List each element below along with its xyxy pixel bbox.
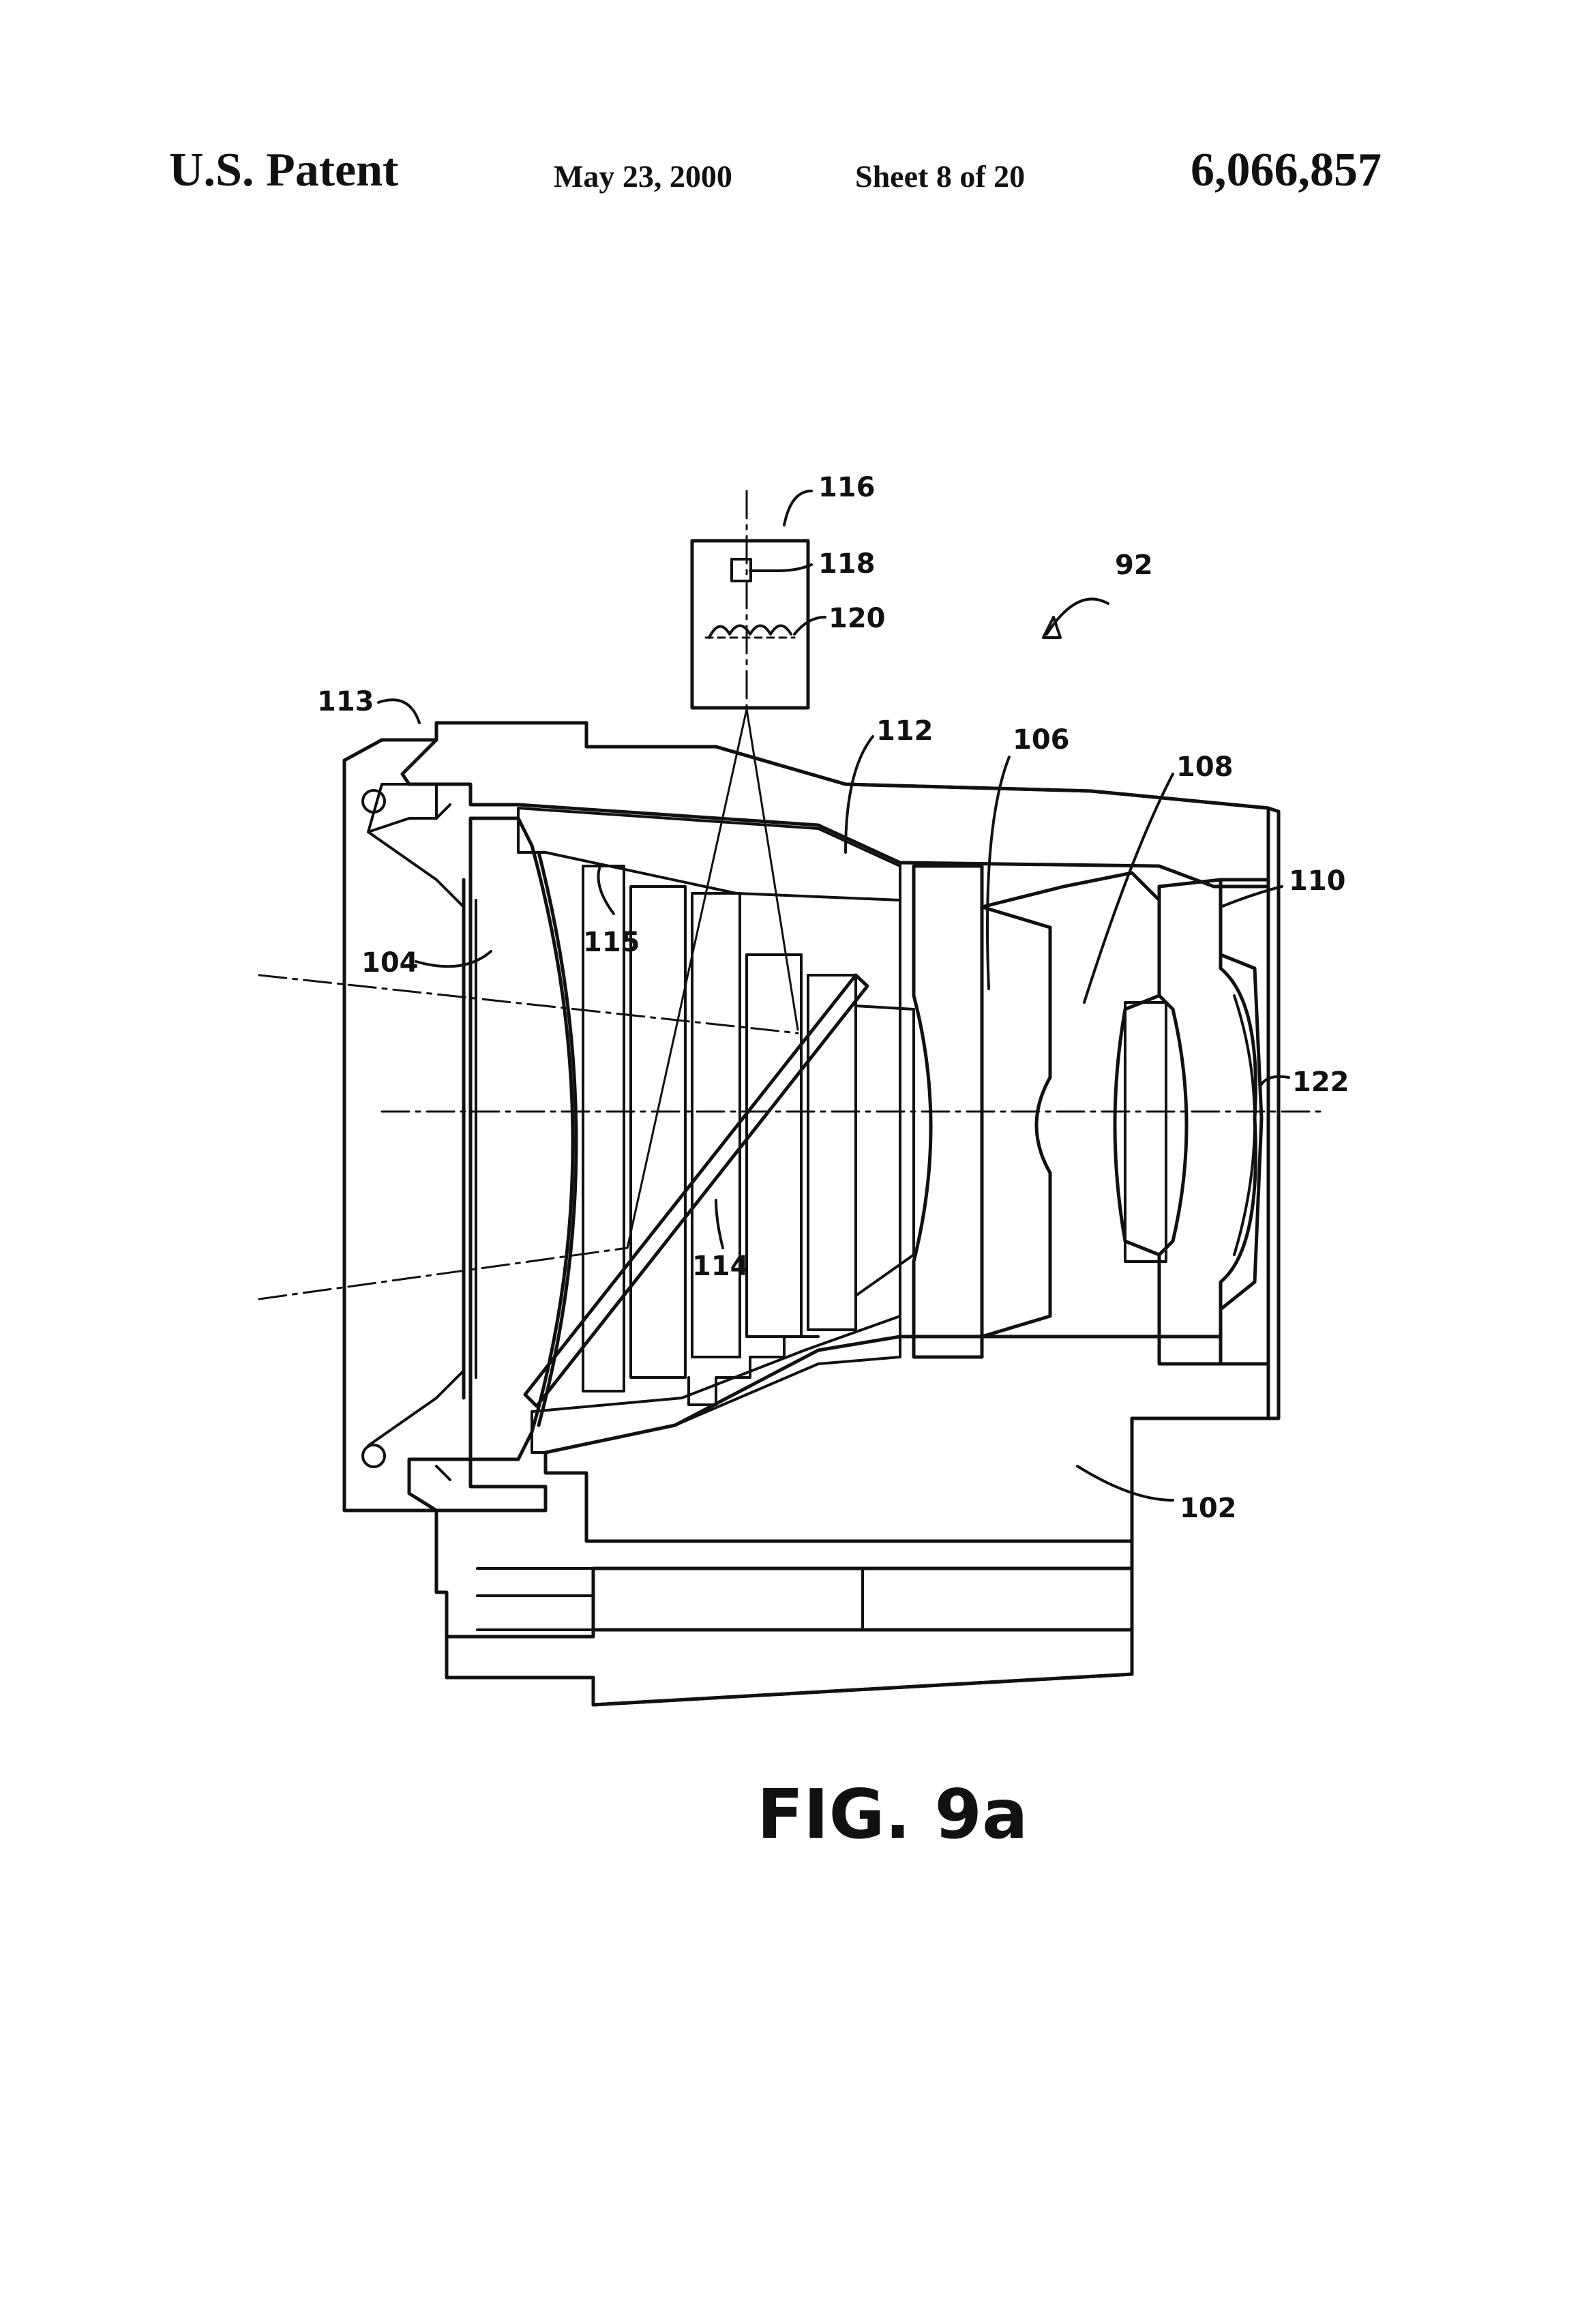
front-bezel-lower bbox=[407, 1457, 548, 1513]
label-120: 120 bbox=[829, 603, 886, 634]
patent-title: U.S. Patent bbox=[169, 144, 399, 196]
label-102: 102 bbox=[1180, 1493, 1237, 1524]
label-114: 114 bbox=[692, 1251, 749, 1282]
lens-array-120-icon bbox=[708, 624, 792, 639]
patent-number: 6,066,857 bbox=[1191, 144, 1382, 196]
sensor-118-icon bbox=[730, 558, 752, 582]
figure-caption: FIG. 9a bbox=[757, 1774, 1028, 1854]
lens-108 bbox=[980, 871, 1161, 1339]
label-104: 104 bbox=[361, 947, 419, 979]
reference-labels: 116 118 120 92 113 112 106 108 110 104 1… bbox=[317, 472, 1349, 1524]
lens-110 bbox=[1157, 878, 1257, 1366]
patent-header: U.S. Patent May 23, 2000 Sheet 8 of 20 6… bbox=[0, 143, 1582, 218]
sheet-number: Sheet 8 of 20 bbox=[855, 159, 1026, 194]
label-118: 118 bbox=[818, 548, 876, 580]
beam-splitter-114 bbox=[523, 973, 869, 1408]
label-112: 112 bbox=[876, 715, 934, 747]
optical-axis-lines bbox=[258, 490, 1324, 1300]
front-lens-104 bbox=[468, 816, 575, 1461]
base-mount bbox=[445, 1628, 1134, 1707]
sensor-module-116 bbox=[690, 539, 810, 710]
lower-housing-body bbox=[543, 1335, 1270, 1543]
patent-date: May 23, 2000 bbox=[554, 159, 732, 194]
front-bezel-113 bbox=[361, 783, 477, 1481]
inner-barrel-115 bbox=[517, 807, 901, 1454]
label-108: 108 bbox=[1176, 751, 1234, 783]
housing-outer-wall bbox=[342, 721, 1281, 1707]
label-115: 115 bbox=[583, 927, 640, 958]
label-116: 116 bbox=[818, 472, 876, 503]
label-113: 113 bbox=[317, 686, 374, 717]
label-122: 122 bbox=[1292, 1067, 1349, 1098]
label-106: 106 bbox=[1013, 724, 1070, 756]
rear-housing-wall bbox=[1219, 878, 1270, 1366]
rear-cone bbox=[854, 861, 915, 1358]
label-92: 92 bbox=[1115, 550, 1153, 581]
leader-lines bbox=[377, 490, 1290, 1502]
upper-housing-section bbox=[400, 721, 1270, 889]
lens-110-spacer bbox=[1124, 1001, 1167, 1263]
label-110: 110 bbox=[1289, 865, 1346, 897]
